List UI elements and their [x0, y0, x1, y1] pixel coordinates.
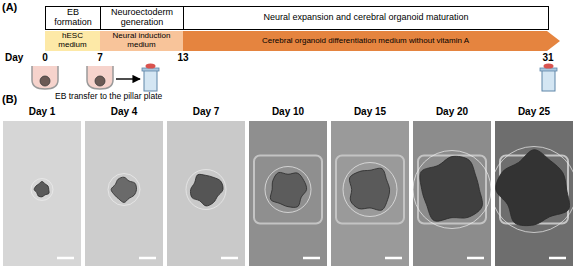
- micrograph-ground: [413, 121, 491, 266]
- stage-title: EB formation: [49, 8, 97, 28]
- day-number: 0: [42, 52, 48, 64]
- micrograph: [3, 121, 81, 266]
- arrow-body: [183, 31, 560, 51]
- day-number: 7: [97, 52, 103, 64]
- panel-title: Day 15: [331, 106, 409, 119]
- medium-band: hESC medium: [45, 31, 100, 51]
- micrograph-panel: Day 7: [167, 106, 245, 266]
- organoid: [420, 156, 483, 221]
- micrograph-ground: [495, 121, 573, 266]
- well-plate: [87, 66, 113, 89]
- pillar-plate: [540, 63, 557, 91]
- panel-letter: (A): [2, 1, 17, 14]
- organoid-rim: [108, 174, 140, 206]
- stage-title: Neural expansion and cerebral organoid m…: [263, 13, 468, 23]
- pillar-outline: [418, 156, 486, 224]
- panel-letter: (B): [2, 93, 17, 106]
- day-number: 31: [542, 52, 553, 64]
- medium-band: Neural induction medium: [100, 31, 183, 51]
- panel-title: Day 10: [249, 106, 327, 119]
- micrograph-ground: [331, 121, 409, 266]
- micrograph: [167, 121, 245, 266]
- panel-title: Day 4: [85, 106, 163, 119]
- organoid-rim: [343, 163, 397, 217]
- scale-bar: [139, 257, 156, 260]
- micrograph: [495, 121, 573, 266]
- stage-title: Neuroectoderm generation: [104, 8, 180, 28]
- medium-name: hESC medium: [47, 32, 98, 50]
- micrograph-panel: Day 4: [85, 106, 163, 266]
- micrograph-panel: Day 1: [3, 106, 81, 266]
- organoid: [34, 182, 49, 197]
- scale-bar: [549, 257, 566, 260]
- step-note: EB transfer to the pillar plate: [55, 92, 162, 102]
- pillar-outline: [336, 156, 404, 224]
- scale-bar: [221, 257, 238, 260]
- micrograph-panel: Day 10: [249, 106, 327, 266]
- organoid: [496, 150, 570, 226]
- micrograph-panel: Day 25: [495, 106, 573, 266]
- organoid: [111, 177, 136, 202]
- organoid: [270, 172, 306, 207]
- medium-name: Neural induction medium: [102, 32, 181, 50]
- scale-bar: [385, 257, 402, 260]
- organoid-rim: [413, 151, 491, 229]
- day-number: 13: [177, 52, 188, 64]
- organoid-rim: [31, 179, 53, 201]
- organoid: [190, 174, 223, 206]
- micrograph: [413, 121, 491, 266]
- panel-title: Day 25: [495, 106, 573, 119]
- medium-arrow: Cerebral organoid differentiation medium…: [183, 31, 560, 51]
- stage-header: EB formation: [45, 6, 101, 30]
- pillar-outline: [254, 156, 322, 224]
- medium-name: Cerebral organoid differentiation medium…: [262, 37, 469, 46]
- organoid: [349, 168, 389, 210]
- stage-header: Neuroectoderm generation: [100, 6, 184, 30]
- pillar-plate: [142, 63, 159, 91]
- micrograph: [85, 121, 163, 266]
- scale-bar: [57, 257, 74, 260]
- micrograph-panel: Day 20: [413, 106, 491, 266]
- well-plate: [32, 66, 58, 89]
- organoid-rim: [186, 170, 226, 210]
- organoid-rim: [495, 147, 573, 233]
- micrograph-ground: [85, 121, 163, 266]
- axis-title: Day: [5, 52, 23, 64]
- scale-bar: [467, 257, 484, 260]
- panel-title: Day 20: [413, 106, 491, 119]
- transfer-arrow: [116, 78, 140, 79]
- scale-bar: [303, 257, 320, 260]
- micrograph: [249, 121, 327, 266]
- micrograph-ground: [3, 121, 81, 266]
- panel-title: Day 7: [167, 106, 245, 119]
- stage-header: Neural expansion and cerebral organoid m…: [183, 6, 549, 30]
- micrograph: [331, 121, 409, 266]
- micrograph-ground: [167, 121, 245, 266]
- panel-title: Day 1: [3, 106, 81, 119]
- micrograph-ground: [249, 121, 327, 266]
- organoid-rim: [265, 167, 311, 213]
- micrograph-panel: Day 15: [331, 106, 409, 266]
